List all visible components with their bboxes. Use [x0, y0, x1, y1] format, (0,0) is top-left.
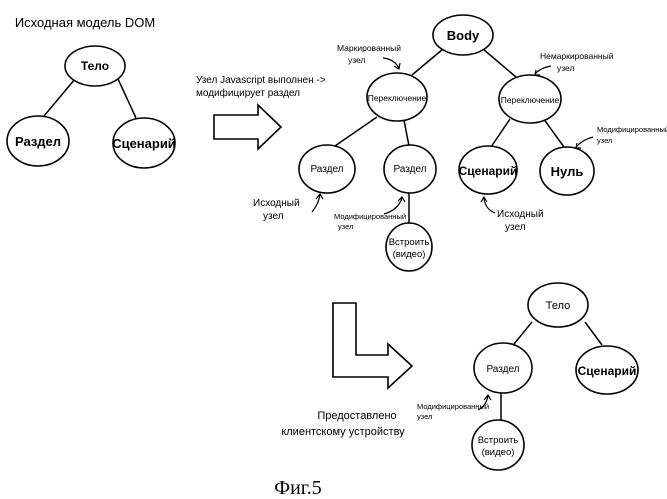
annotation-original-right-line1: Исходный [497, 209, 544, 220]
edge-body-switch-left [412, 49, 443, 75]
modified-node-switch-left-label: Переключение [368, 93, 427, 103]
edge-final-body-section [514, 322, 532, 344]
annotation-modified-mid: Модифицированный узел [334, 197, 406, 231]
annotation-marked-pointer [383, 58, 399, 68]
original-node-script-label: Сценарий [112, 136, 176, 151]
modified-node-switch-right-label: Переключение [501, 95, 560, 105]
final-node-section-label: Раздел [486, 364, 519, 375]
modified-node-switch-right: Переключение [499, 75, 561, 123]
edge-switch-left-section-left [332, 117, 377, 148]
step2-caption-line1: Предоставлено [317, 410, 396, 422]
edge-original-body-section [39, 79, 75, 122]
modified-node-section-right: Раздел [384, 145, 436, 193]
modified-node-section-left: Раздел [299, 145, 355, 193]
final-node-section: Раздел [474, 343, 532, 393]
edge-switch-right-null [543, 118, 564, 147]
modified-node-script: Сценарий [459, 146, 518, 194]
annotation-original-left-line1: Исходный [253, 198, 300, 209]
annotation-original-left: Исходный узел [253, 194, 323, 222]
annotation-unmarked-line1: Немаркированный [540, 51, 614, 61]
annotation-marked-arrowhead [394, 63, 400, 69]
modified-node-null: Нуль [540, 147, 594, 195]
annotation-modified-top-line1: Модифицированный [597, 125, 667, 134]
modified-node-body-label: Body [447, 28, 480, 43]
edge-body-switch-right [483, 49, 516, 77]
step1-caption-line2: модифицирует раздел [196, 87, 300, 99]
edge-switch-right-script [491, 119, 510, 147]
annotation-final-modified-line2: узел [417, 412, 432, 421]
original-dom-title: Исходная модель DOM [15, 15, 155, 30]
original-node-script: Сценарий [112, 118, 176, 168]
final-node-body: Тело [528, 283, 588, 327]
step1-arrow [214, 105, 281, 149]
step2-caption: Предоставлено клиентскому устройству [281, 410, 405, 438]
step1-caption-line1: Узел Javascript выполнен -> [196, 75, 326, 86]
final-node-embed-label-2: (видео) [482, 447, 515, 458]
step2-caption-line2: клиентскому устройству [281, 426, 405, 438]
edge-switch-left-section-right [404, 120, 409, 146]
final-node-body-label: Тело [546, 300, 571, 312]
original-node-body: Тело [65, 46, 125, 86]
annotation-marked-line2: узел [348, 55, 365, 65]
annotation-final-modified: Модифицированный узел [417, 395, 491, 421]
annotation-marked-node: Маркированный узел [337, 43, 401, 69]
annotation-unmarked-pointer [535, 66, 551, 74]
modified-node-embed-label-1: Встроить [389, 237, 430, 248]
modified-node-embed: Встроить (видео) [386, 223, 432, 271]
annotation-original-left-line2: узел [263, 211, 284, 222]
original-node-body-label: Тело [81, 59, 109, 73]
modified-node-script-label: Сценарий [459, 164, 518, 178]
annotation-modified-top-line2: узел [597, 136, 612, 145]
annotation-original-right-line2: узел [505, 222, 526, 233]
annotation-marked-line1: Маркированный [337, 43, 401, 53]
modified-node-switch-left: Переключение [367, 73, 427, 121]
annotation-modified-mid-line1: Модифицированный [334, 212, 406, 221]
annotation-modified-top: Модифицированный узел [576, 125, 667, 148]
annotation-original-left-pointer [312, 195, 320, 212]
final-node-embed: Встроить (видео) [472, 420, 524, 470]
edge-original-body-script [118, 79, 136, 118]
modified-node-section-left-label: Раздел [310, 164, 343, 175]
modified-node-embed-label-2: (видео) [393, 249, 426, 260]
step2-arrow [333, 303, 412, 388]
original-node-section: Раздел [7, 116, 69, 166]
step1-caption: Узел Javascript выполнен -> модифицирует… [196, 75, 326, 99]
final-node-script: Сценарий [576, 346, 638, 394]
final-node-embed-label-1: Встроить [478, 435, 519, 446]
figure-label: Фиг.5 [274, 477, 321, 499]
final-node-script-label: Сценарий [578, 364, 637, 378]
annotation-original-right: Исходный узел [481, 197, 544, 233]
annotation-unmarked-node: Немаркированный узел [535, 51, 614, 75]
modified-node-body: Body [433, 15, 493, 55]
annotation-modified-top-pointer [576, 137, 593, 147]
edge-final-body-script [585, 322, 602, 345]
modified-node-section-right-label: Раздел [393, 164, 426, 175]
annotation-unmarked-line2: узел [557, 63, 574, 73]
modified-node-null-label: Нуль [551, 164, 584, 179]
original-node-section-label: Раздел [15, 134, 61, 149]
annotation-modified-mid-line2: узел [338, 222, 353, 231]
